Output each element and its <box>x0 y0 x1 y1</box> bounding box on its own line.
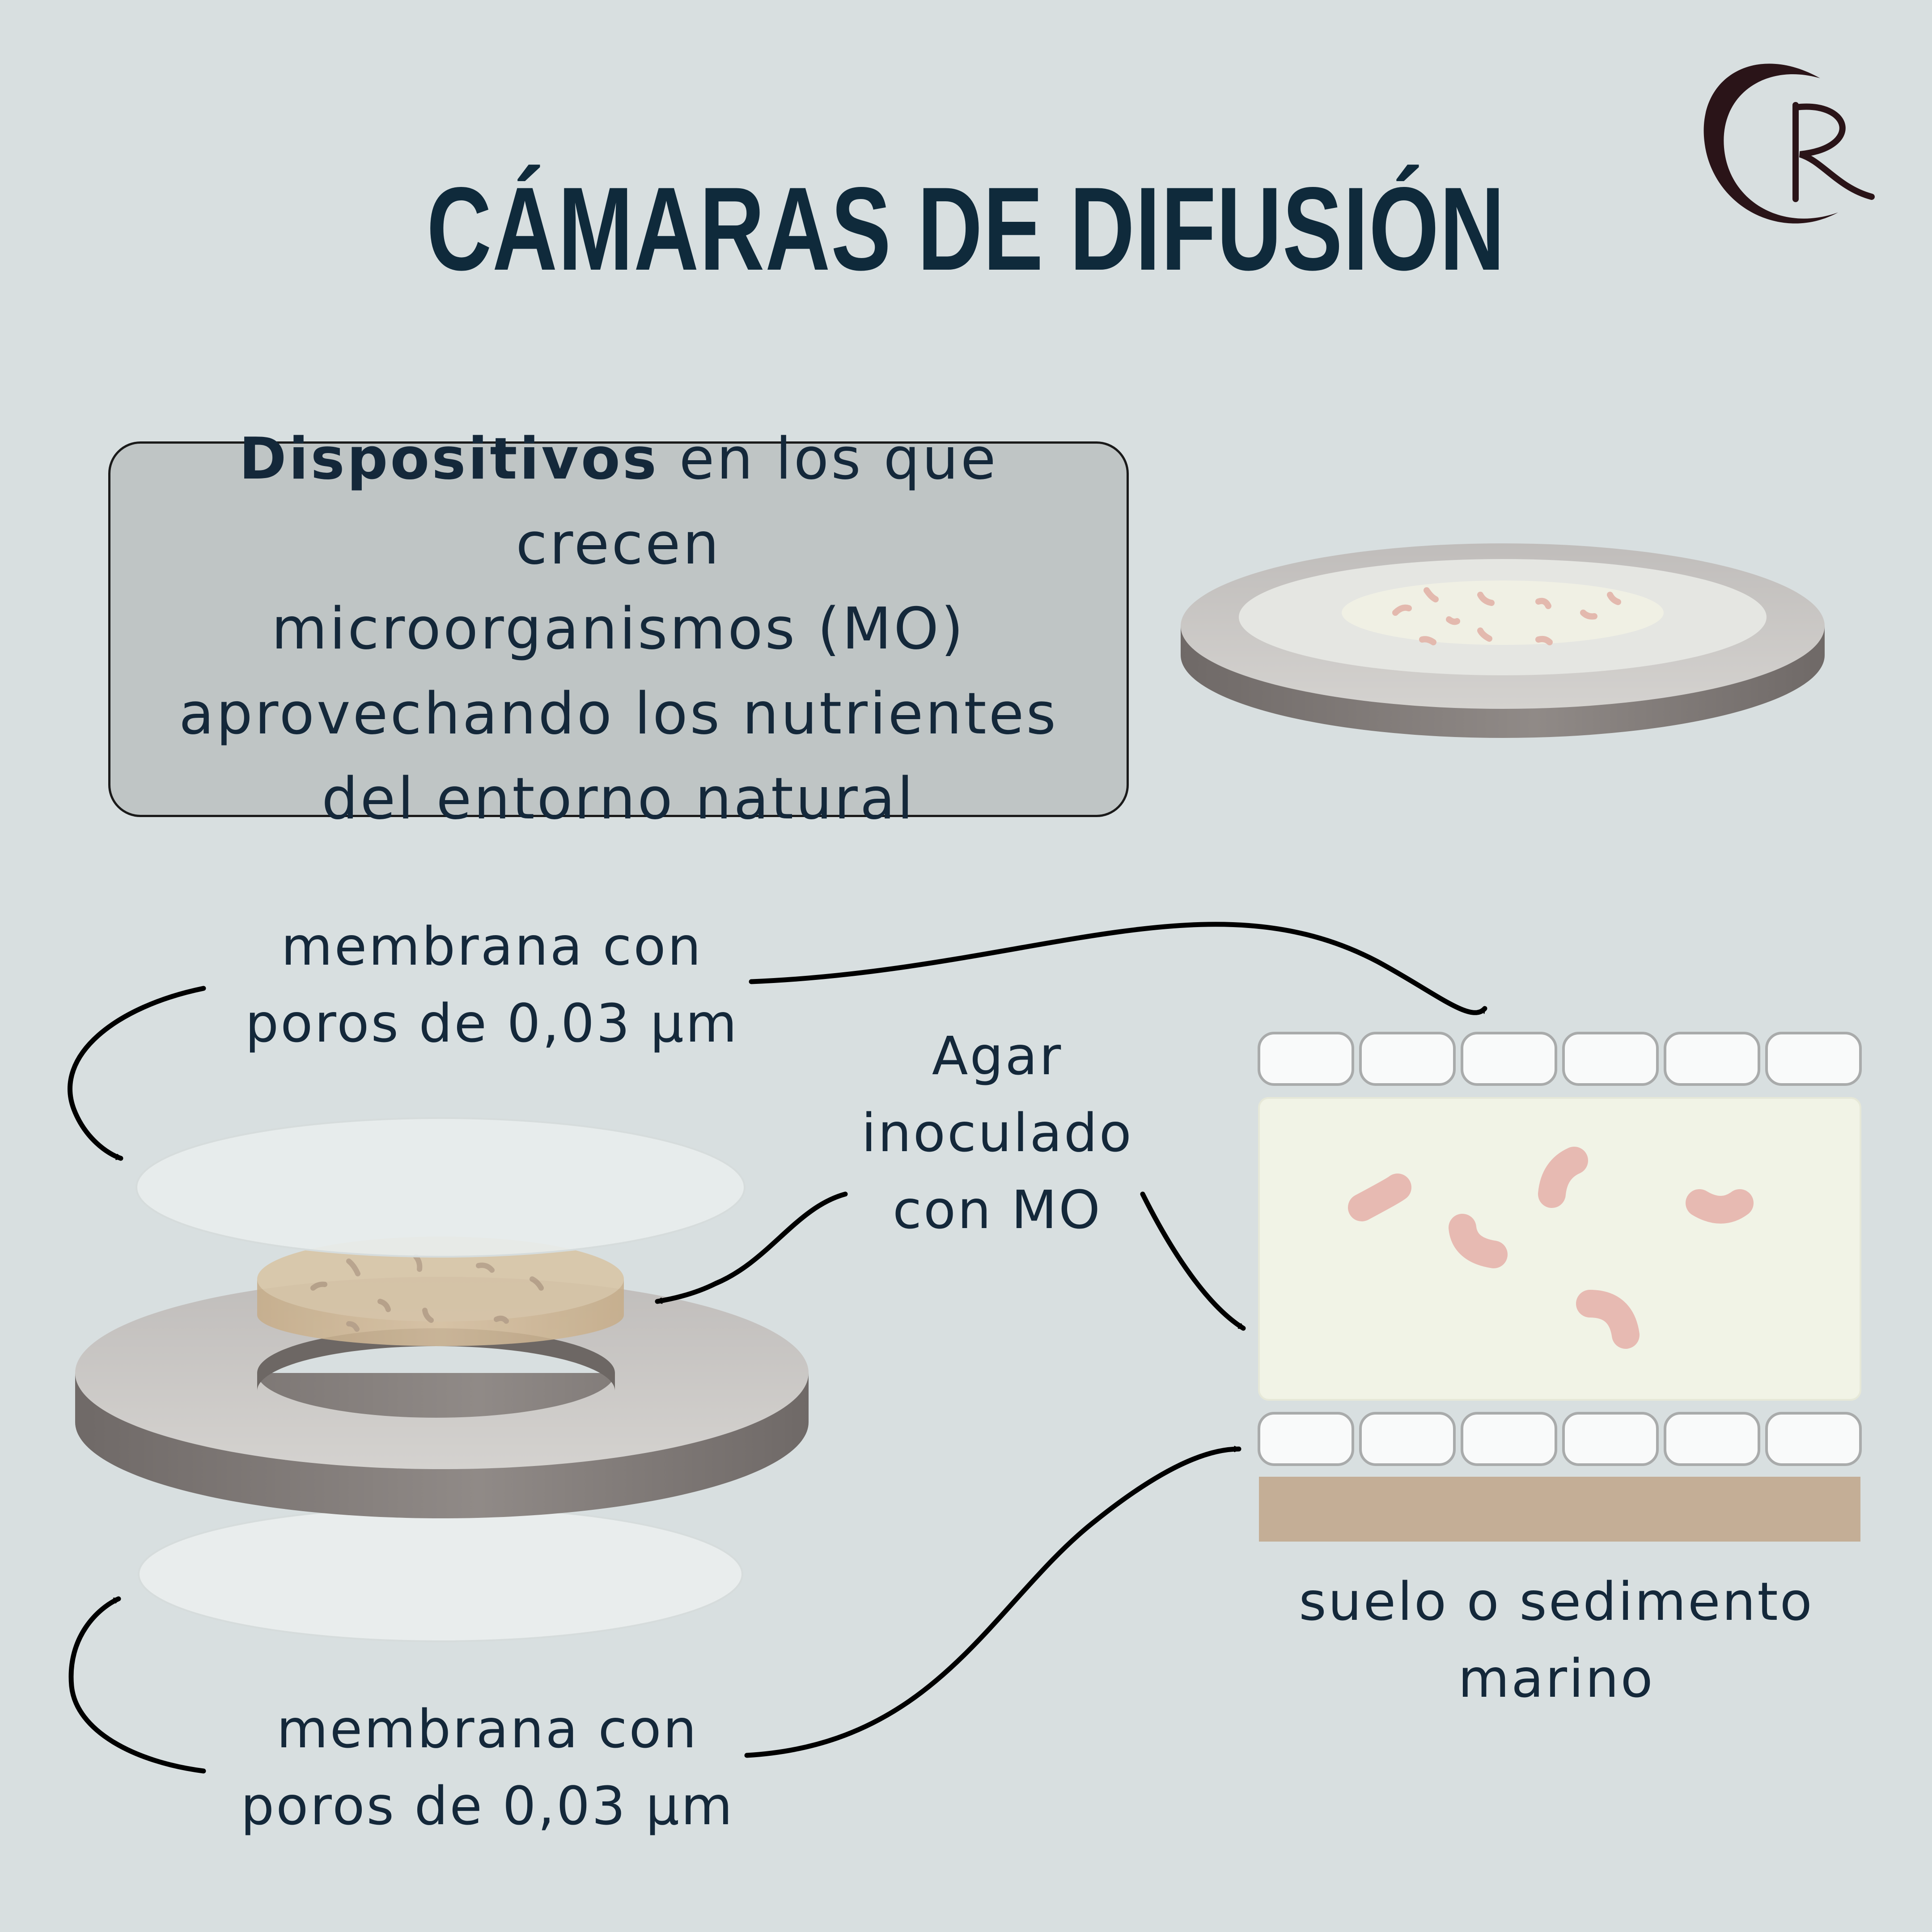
agar-panel <box>1258 1097 1861 1401</box>
label-bottom-membrane-line-1: membrana con <box>276 1698 699 1760</box>
assembled-chamber-illustration <box>1181 543 1825 738</box>
label-agar-line-1: Agar <box>932 1025 1063 1087</box>
label-top-membrane-line-2: poros de 0,03 µm <box>245 992 739 1054</box>
cross-section-illustration <box>1258 1032 1862 1542</box>
label-bottom-membrane: membrana con poros de 0,03 µm <box>192 1690 783 1844</box>
arrow-bottom-membrane-to-panel <box>744 1449 1241 1758</box>
label-soil-line-2: marino <box>1458 1648 1655 1709</box>
sediment-layer <box>1259 1477 1860 1542</box>
label-agar-line-3: con MO <box>892 1179 1102 1241</box>
bottom-membrane <box>138 1506 743 1642</box>
label-soil-line-1: suelo o sedimento <box>1299 1571 1814 1632</box>
connector-arrows <box>68 922 1487 1774</box>
top-membrane-cells <box>1258 1032 1862 1086</box>
definition-line-2: microorganismos (MO) <box>271 596 966 662</box>
arrow-agar-to-disc <box>655 1191 848 1301</box>
page-title: CÁMARAS DE DIFUSIÓN <box>426 163 1506 295</box>
label-agar: Agar inoculado con MO <box>818 1017 1176 1248</box>
arrow-top-membrane-to-disc <box>68 986 206 1161</box>
label-top-membrane: membrana con poros de 0,03 µm <box>197 908 787 1062</box>
exploded-chamber-illustration <box>75 1117 809 1642</box>
label-top-membrane-line-1: membrana con <box>281 915 703 977</box>
definition-bold-term: Dispositivos <box>239 426 659 492</box>
definition-line-4: del entorno natural <box>322 766 915 832</box>
arrow-agar-to-panel <box>1140 1191 1246 1331</box>
label-soil: suelo o sedimento marino <box>1257 1563 1856 1717</box>
logo-r <box>1792 102 1875 202</box>
definition-box: Dispositivos en los que crecen microorga… <box>108 426 1129 832</box>
definition-line-3: aprovechando los nutrientes <box>179 681 1058 747</box>
brand-logo <box>1703 64 1875 224</box>
arrow-top-membrane-to-panel <box>749 922 1487 1015</box>
logo-crescent <box>1703 64 1838 224</box>
label-agar-line-2: inoculado <box>861 1102 1133 1164</box>
arrow-bottom-membrane-to-disc <box>68 1596 206 1774</box>
label-bottom-membrane-line-2: poros de 0,03 µm <box>241 1775 734 1837</box>
definition-text: Dispositivos en los que crecen microorga… <box>110 417 1127 842</box>
washer-ring <box>75 1277 809 1518</box>
bacteria-group <box>1348 1147 1754 1349</box>
agar-disc <box>257 1237 624 1346</box>
definition-line-1: en los que crecen <box>516 426 998 577</box>
bottom-membrane-cells <box>1258 1412 1862 1466</box>
top-membrane <box>136 1117 746 1258</box>
